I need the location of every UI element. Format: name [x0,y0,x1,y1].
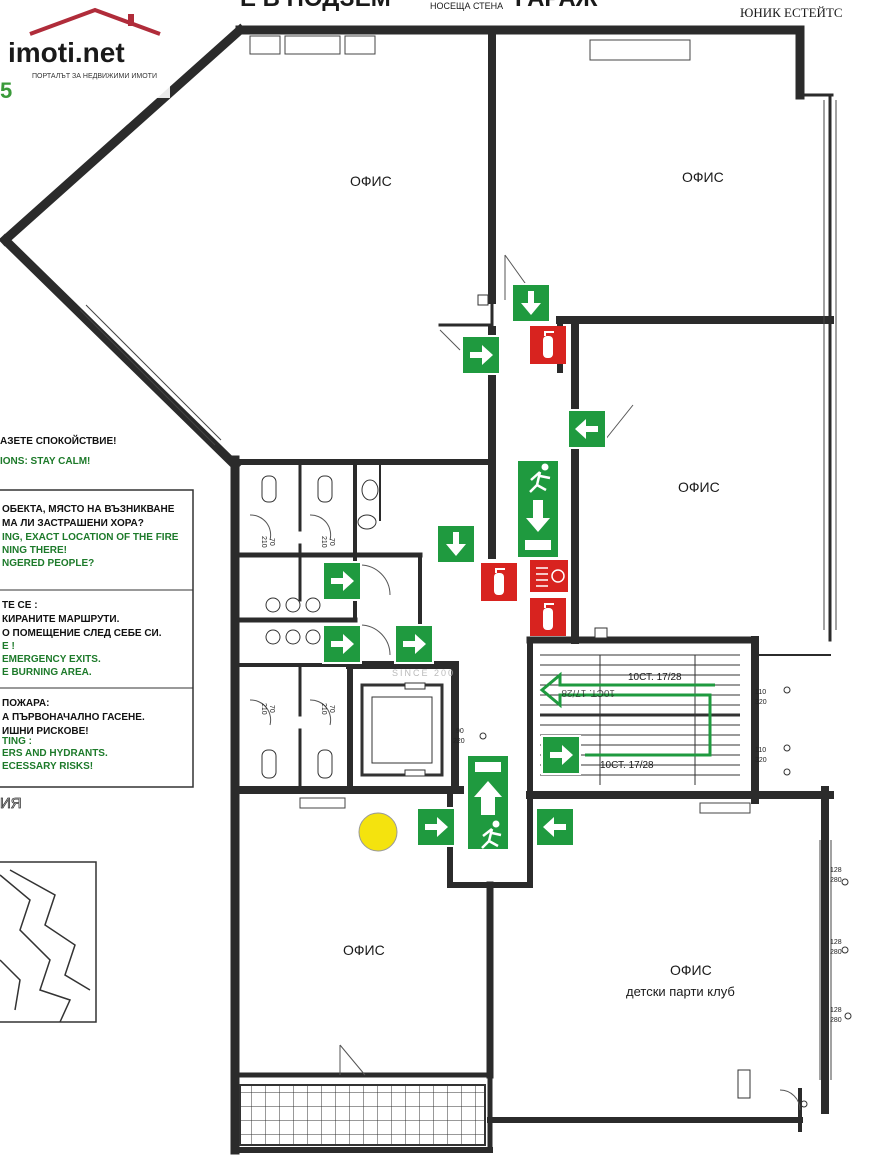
dim-wc2-width: 70 [328,538,335,546]
fire-equipment [480,325,568,637]
instr-b3-bg1: А ПЪРВОНАЧАЛНО ГАСЕНЕ. [2,712,145,723]
fire-hose-cabinet-icon [530,560,568,592]
header-title-fragment-right: ГАРАЖ [515,0,598,12]
stair-direction-arrow [539,671,715,757]
staircase [540,654,740,785]
instr-b3-bg2: ИШНИ РИСКОВЕ! [2,726,89,737]
room-office-se-subtitle: детски парти клуб [626,984,735,999]
fire-extinguisher-icon [480,562,518,602]
room-office-e: ОФИС [678,479,720,495]
exit-arrow-left-icon [535,807,575,847]
fire-instructions-panel: АЗЕТЕ СПОКОЙСТВИЕ! IONS: STAY CALM! ОБЕК… [0,434,194,812]
door-swings [249,254,801,1111]
instr-b3-en2: ECESSARY RISKS! [2,761,93,772]
chimney-icon [128,14,134,26]
instr-b1-bg1: ОБЕКТА, МЯСТО НА ВЪЗНИКВАНЕ [2,504,175,515]
windows [79,35,837,1080]
wc-fixtures [261,294,751,1099]
dim-wc3-height: 210 [260,703,267,715]
instructions-heading-en: IONS: STAY CALM! [0,456,90,467]
dim-wc4-width: 70 [328,705,335,713]
exit-arrow-right-icon [394,624,434,664]
dim-corridor-height: 220 [453,738,465,745]
exit-arrow-down-icon [436,524,476,564]
instr-b1-en1: ING, EXACT LOCATION OF THE FIRE [2,532,179,543]
instr-b2-bg0: ТЕ СЕ : [2,600,38,611]
dim-stair2-width: 110 [755,747,766,754]
dim-wc1-height: 210 [260,536,267,548]
you-are-here-marker [358,812,398,852]
stair-label-top: 10СТ. 17/28 [628,672,682,683]
location-minimap [0,861,97,1023]
exit-arrow-right-icon [461,335,501,375]
room-office-sw: ОФИС [343,942,385,958]
elevator [360,682,444,777]
instr-b1-en2: NING THERE! [2,545,67,556]
stair-label-bottom: 10СТ. 17/28 [600,760,654,771]
dim-stair2-height: 320 [755,757,767,764]
instr-b3-en0: TING : [2,736,32,747]
dim-corridor-width: 90 [456,728,464,735]
dim-wc2-height: 210 [320,536,327,548]
instr-b1-en3: NGERED PEOPLE? [2,558,94,569]
dim-win2-width: 128 [830,939,842,946]
header-small-caption: НОСЕЩА СТЕНА [430,1,503,11]
room-office-se: ОФИС [670,962,712,978]
dim-win3-width: 128 [830,1007,842,1014]
instructions-box [0,489,194,788]
fire-extinguisher-icon [529,325,567,365]
fire-extinguisher-icon [529,597,567,637]
dim-stair1-width: 110 [755,689,766,696]
instr-b3-bg0: ПОЖАРА: [2,698,49,709]
dim-wc3-width: 70 [268,705,275,713]
stair-label-top-mirror: 10СТ. 17/28 [561,687,615,698]
exit-arrow-down-icon [511,283,551,323]
agency-name: ЮНИК ЕСТЕЙТС [740,5,843,20]
door-dimensions: 70 210 70 210 70 210 70 210 90 220 110 3… [260,536,842,1024]
dim-win2-height: 280 [830,949,842,956]
dim-wc4-height: 210 [320,703,327,715]
header-title-fragment: Е В ПОДЗЕМ [240,0,391,12]
exit-arrow-left-icon [567,409,607,449]
exit-arrow-right-icon [541,735,581,775]
instr-b1-bg2: МА ЛИ ЗАСТРАШЕНИ ХОРА? [2,518,144,529]
legend-fragment: ИЯ [0,795,22,812]
room-office-nw: ОФИС [350,173,392,189]
dim-stair1-height: 320 [755,699,767,706]
exit-arrow-right-icon [322,624,362,664]
room-office-ne: ОФИС [682,169,724,185]
dim-win3-height: 280 [830,1017,842,1024]
watermark: SINCE 200 [392,668,455,678]
instr-b3-en1: ERS AND HYDRANTS. [2,748,108,759]
logo-brand: imoti.net [8,37,125,68]
instr-b2-en2: E BURNING AREA. [2,667,92,678]
exit-arrow-right-icon [416,807,456,847]
exit-signs [322,283,607,851]
logo-tagline: ПОРТАЛЪТ ЗА НЕДВИЖИМИ ИМОТИ [32,73,157,80]
roof-icon [29,7,161,36]
tile-area [239,1084,486,1146]
imoti-logo: imoti.net ПОРТАЛЪТ ЗА НЕДВИЖИМИ ИМОТИ 5 [0,0,170,103]
exit-arrow-right-icon [322,561,362,601]
dim-wc1-width: 70 [268,538,275,546]
instr-b2-en1: EMERGENCY EXITS. [2,654,101,665]
instr-b2-bg2: О ПОМЕЩЕНИЕ СЛЕД СЕБЕ СИ. [2,628,162,639]
dim-win1-width: 128 [830,867,842,874]
instr-b2-en0: E ! [2,641,15,652]
running-man-exit-up-icon [466,754,510,851]
instr-b2-bg1: КИРАНИТЕ МАРШРУТИ. [2,614,120,625]
logo-digit: 5 [0,78,12,103]
instructions-heading-bg: АЗЕТЕ СПОКОЙСТВИЕ! [0,434,116,447]
running-man-exit-down-icon [516,459,560,559]
outlet-symbols [479,686,852,1108]
dim-win1-height: 280 [830,877,842,884]
walls [0,23,834,1155]
